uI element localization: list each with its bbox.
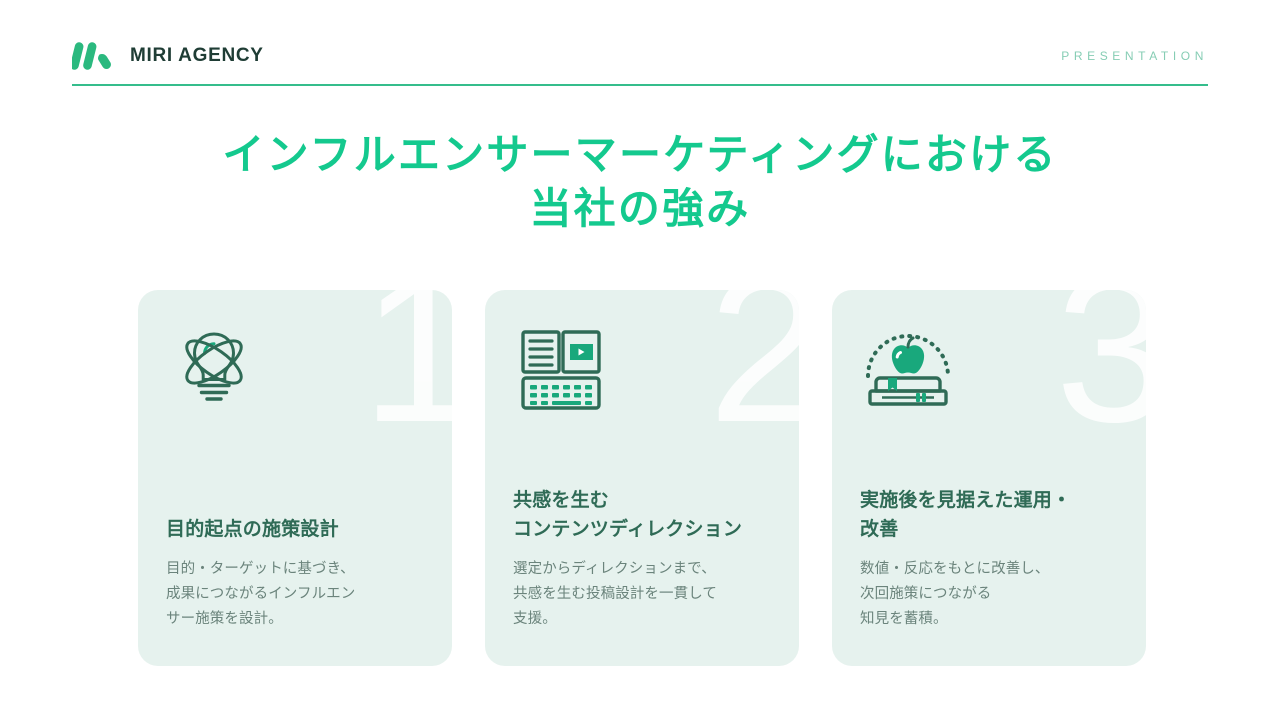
card-number-watermark: 2 [708, 290, 799, 466]
apple-on-books-icon [860, 322, 956, 418]
book-video-keyboard-icon [513, 322, 609, 418]
header-tag: PRESENTATION [1061, 49, 1208, 63]
card-text-block: 実施後を見据えた運用・ 改善 数値・反応をもとに改善し、 次回施策につながる 知… [860, 486, 1118, 666]
miri-m-logo-icon [72, 41, 116, 71]
brand-name: MIRI AGENCY [130, 45, 264, 66]
card-number-watermark: 1 [361, 290, 452, 466]
strength-card[interactable]: 3 実施後を見据えた運用・ 改善 数値・反応をもとに改善し、 次回施策につながる… [832, 290, 1146, 666]
card-title: 目的起点の施策設計 [166, 519, 339, 540]
strength-card[interactable]: 2 [485, 290, 799, 666]
page-title: インフルエンサーマーケティングにおける 当社の強み [0, 128, 1280, 236]
card-body: 選定からディレクションまで、 共感を生む投稿設計を一貫して 支援。 [513, 561, 717, 627]
card-number-watermark: 3 [1055, 290, 1146, 466]
card-body: 目的・ターゲットに基づき、 成果につながるインフルエン サー施策を設計。 [166, 561, 356, 627]
strength-card-list: 1 目的起点の施策設計 目的・ターゲットに基づき、 成果につながるインフルエン … [138, 290, 1146, 666]
card-body: 数値・反応をもとに改善し、 次回施策につながる 知見を蓄積。 [860, 561, 1050, 627]
page-title-line-1: インフルエンサーマーケティングにおける [222, 131, 1058, 178]
page-title-line-2: 当社の強み [529, 185, 751, 232]
header-divider [72, 84, 1208, 86]
strength-card[interactable]: 1 目的起点の施策設計 目的・ターゲットに基づき、 成果につながるインフルエン … [138, 290, 452, 666]
card-text-block: 共感を生む コンテンツディレクション 選定からディレクションまで、 共感を生む投… [513, 486, 771, 666]
card-title: 共感を生む コンテンツディレクション [513, 490, 743, 540]
brand-lockup: MIRI AGENCY [72, 41, 264, 71]
card-title: 実施後を見据えた運用・ 改善 [860, 490, 1072, 540]
card-text-block: 目的起点の施策設計 目的・ターゲットに基づき、 成果につながるインフルエン サー… [166, 515, 424, 666]
lightbulb-orbit-icon [166, 322, 262, 418]
page-header: MIRI AGENCY PRESENTATION [72, 30, 1208, 82]
